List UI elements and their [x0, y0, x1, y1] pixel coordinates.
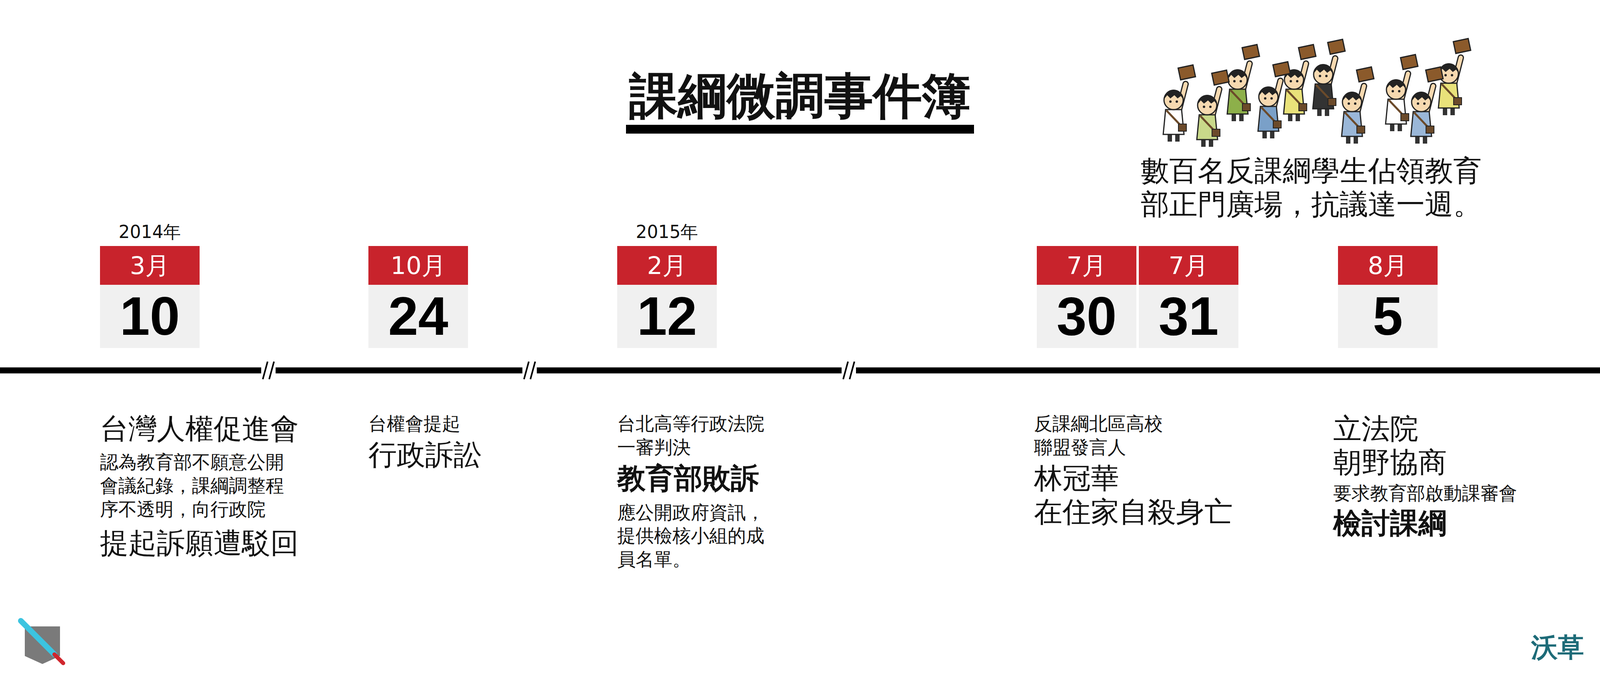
event-note: 台北高等行政法院 一審判決	[617, 412, 776, 460]
timeline-segment	[0, 367, 262, 374]
year-label: 2015年	[617, 220, 717, 244]
date-day: 24	[368, 284, 468, 348]
event-column: 反課綱北區高校 聯盟發言人林冠華 在住家自殺身亡	[1034, 412, 1250, 529]
event-column: 台灣人權促進會認為教育部不願意公開 會議紀錄，課綱調整程 序不透明，向行政院提起…	[100, 412, 299, 560]
title-holder: 課綱微調事件簿	[0, 68, 1600, 134]
date-month: 7月	[1138, 246, 1239, 285]
date-day: 30	[1036, 284, 1137, 348]
date-box: 7月31	[1138, 246, 1239, 348]
break-mark	[530, 361, 536, 380]
event-heading: 提起訴願遭駁回	[100, 526, 299, 560]
brand-name: 沃草	[1531, 632, 1584, 664]
date-day: 5	[1338, 284, 1438, 348]
event-note: 台權會提起	[368, 412, 482, 436]
break-mark	[849, 361, 855, 380]
event-heading: 行政訴訟	[368, 438, 482, 472]
protester-figure	[1283, 44, 1316, 122]
event-highlight: 檢討課綱	[1333, 506, 1518, 540]
break-mark	[524, 361, 529, 380]
protester-figure	[1410, 66, 1444, 144]
event-heading: 台灣人權促進會	[100, 412, 299, 446]
protester-figure	[1227, 44, 1260, 122]
event-note: 認為教育部不願意公開 會議紀錄，課綱調整程 序不透明，向行政院	[100, 450, 296, 522]
date-month: 7月	[1036, 246, 1137, 285]
timeline-segment	[856, 367, 1600, 374]
year-label: 2014年	[100, 220, 200, 244]
event-column: 台北高等行政法院 一審判決教育部敗訴應公開政府資訊， 提供檢核小組的成 員名單。	[617, 412, 776, 572]
date-box: 2月12	[617, 246, 717, 348]
illustration-caption: 數百名反課綱學生佔領教育 部正門廣場，抗議達一週。	[1140, 154, 1499, 222]
protester-figure	[1341, 66, 1374, 144]
protester-figure	[1312, 39, 1346, 116]
date-box: 7月30	[1036, 246, 1137, 348]
break-mark	[269, 361, 274, 380]
break-mark	[843, 361, 848, 380]
date-box: 10月24	[368, 246, 468, 348]
timeline-segment	[275, 367, 523, 374]
date-day: 10	[100, 284, 200, 348]
break-mark	[262, 361, 268, 380]
protester-figure	[1196, 70, 1230, 147]
date-box: 3月10	[100, 246, 200, 348]
protester-figure	[1163, 64, 1196, 142]
date-month: 2月	[617, 246, 717, 285]
event-column: 台權會提起行政訴訟	[368, 412, 482, 472]
timeline-axis	[0, 361, 1600, 380]
date-month: 10月	[368, 246, 468, 285]
event-heading: 立法院 朝野協商	[1333, 412, 1464, 480]
date-month: 3月	[100, 246, 200, 285]
event-highlight: 教育部敗訴	[617, 461, 776, 496]
event-note: 應公開政府資訊， 提供檢核小組的成 員名單。	[617, 500, 776, 572]
date-day: 31	[1138, 284, 1239, 348]
timeline-segment	[536, 367, 842, 374]
date-day: 12	[617, 284, 717, 348]
protester-figure	[1258, 61, 1291, 139]
event-note: 要求教育部啟動課審會	[1333, 481, 1518, 506]
title: 課綱微調事件簿	[626, 68, 974, 134]
logo-hilt	[54, 654, 64, 664]
date-box: 8月5	[1338, 246, 1438, 348]
logo-mark	[20, 620, 64, 664]
event-heading: 林冠華 在住家自殺身亡	[1034, 461, 1250, 529]
logo-blade	[20, 620, 55, 655]
event-column: 立法院 朝野協商要求教育部啟動課審會檢討課綱	[1333, 412, 1518, 540]
protest-illustration	[1163, 38, 1471, 147]
event-note: 反課綱北區高校 聯盟發言人	[1034, 412, 1174, 460]
date-month: 8月	[1338, 246, 1438, 285]
